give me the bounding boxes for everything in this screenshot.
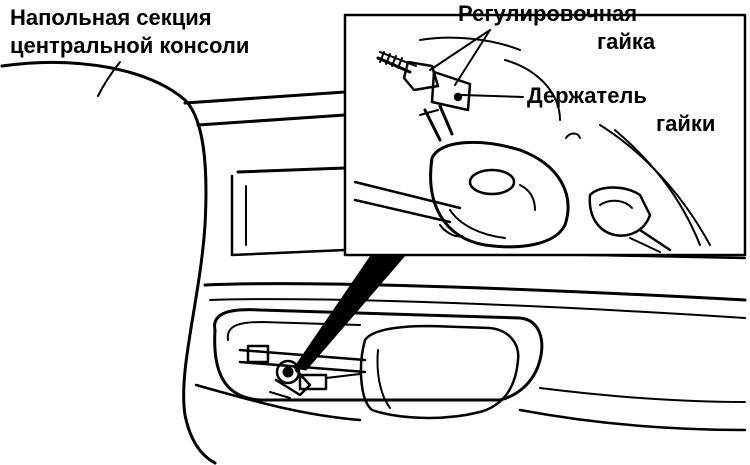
inset-frame xyxy=(343,13,747,257)
leader-console xyxy=(97,61,121,97)
leader-nut-holder xyxy=(461,94,524,98)
inset-detail-drawing xyxy=(353,36,711,253)
label-console-line1: Напольная секция xyxy=(10,5,212,30)
leader-lines xyxy=(97,29,524,98)
leader-adjust-nut-b xyxy=(454,29,491,86)
leader-adjust-nut-a xyxy=(429,29,491,71)
label-nut-holder-line1: Держатель xyxy=(527,83,647,108)
label-adjusting-nut-line1: Регулировочная xyxy=(458,1,638,26)
label-console-line2: центральной консоли xyxy=(10,33,250,58)
label-adjusting-nut-line2: гайка xyxy=(597,29,656,54)
label-nut-holder-line2: гайки xyxy=(656,111,716,136)
